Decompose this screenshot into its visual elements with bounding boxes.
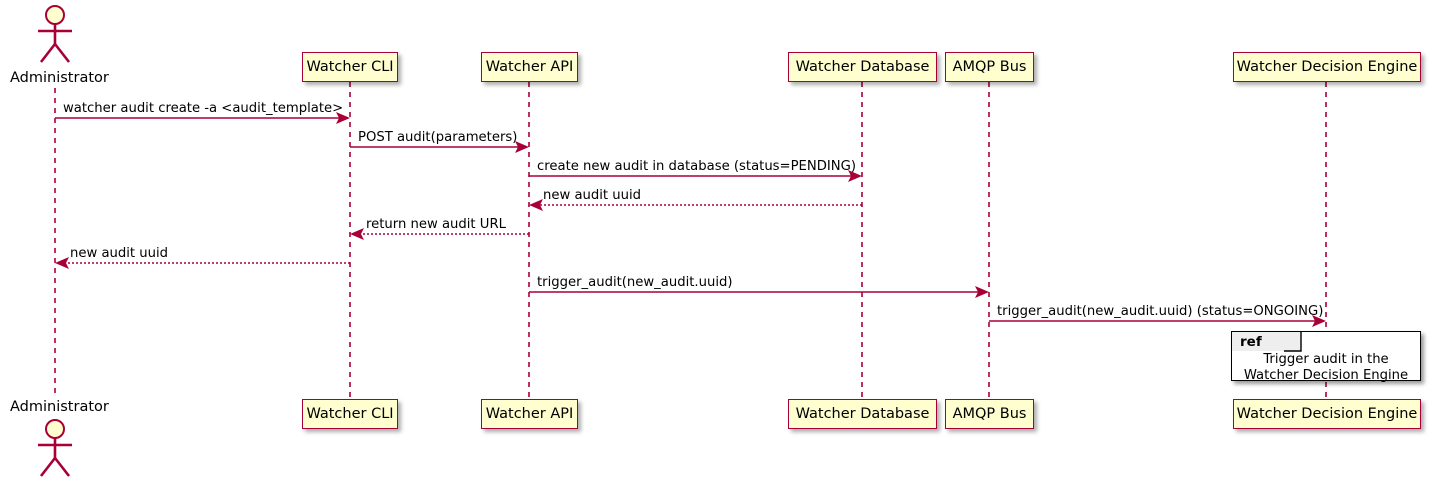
ref-tab-corner-icon <box>1284 332 1302 352</box>
message-arrow-2 <box>529 170 862 182</box>
ref-frame-line-1: Trigger audit in the <box>1263 352 1389 367</box>
ref-frame-tab: ref <box>1232 332 1300 351</box>
message-label-4: return new audit URL <box>366 217 506 232</box>
participant-foot-watcher-cli[interactable]: Watcher CLI <box>302 399 398 429</box>
ref-frame-line-2: Watcher Decision Engine <box>1243 368 1409 383</box>
participant-head-watcher-decision-engine[interactable]: Watcher Decision Engine <box>1233 52 1421 82</box>
message-label-0: watcher audit create -a <audit_template> <box>63 101 344 116</box>
participant-foot-amqp-bus-label: AMQP Bus <box>952 405 1027 422</box>
ref-frame[interactable]: ref Trigger audit in the Watcher Decisio… <box>1231 331 1421 384</box>
message-label-3: new audit uuid <box>543 188 642 203</box>
participant-head-amqp-bus-label: AMQP Bus <box>952 58 1027 75</box>
participant-head-watcher-cli[interactable]: Watcher CLI <box>302 52 398 82</box>
participant-foot-watcher-decision-engine-label: Watcher Decision Engine <box>1236 405 1418 422</box>
message-arrow-1 <box>350 141 529 153</box>
message-label-6: trigger_audit(new_audit.uuid) <box>537 275 733 290</box>
participant-foot-watcher-api[interactable]: Watcher API <box>481 399 578 429</box>
message-arrow-5 <box>55 257 350 269</box>
participant-head-watcher-cli-label: Watcher CLI <box>306 58 394 75</box>
actor-administrator-top-icon <box>38 5 72 63</box>
participant-head-watcher-api-label: Watcher API <box>485 58 574 75</box>
actor-label-administrator-bottom: Administrator <box>10 399 109 415</box>
participant-foot-watcher-decision-engine[interactable]: Watcher Decision Engine <box>1233 399 1421 429</box>
message-label-2: create new audit in database (status=PEN… <box>537 159 857 174</box>
actor-administrator-bottom-icon <box>38 419 72 477</box>
message-arrow-4 <box>350 228 529 240</box>
participant-head-watcher-api[interactable]: Watcher API <box>481 52 578 82</box>
message-label-1: POST audit(parameters) <box>358 130 518 145</box>
participant-head-watcher-decision-engine-label: Watcher Decision Engine <box>1236 58 1418 75</box>
message-arrow-6 <box>529 286 989 298</box>
participant-foot-amqp-bus[interactable]: AMQP Bus <box>945 399 1034 429</box>
message-arrow-3 <box>529 199 862 211</box>
message-arrow-0 <box>55 112 350 124</box>
participant-foot-watcher-database-label: Watcher Database <box>795 405 930 422</box>
participant-head-amqp-bus[interactable]: AMQP Bus <box>945 52 1034 82</box>
message-arrow-7 <box>989 315 1326 327</box>
participant-foot-watcher-cli-label: Watcher CLI <box>306 405 394 422</box>
participant-head-watcher-database[interactable]: Watcher Database <box>788 52 937 82</box>
message-label-5: new audit uuid <box>70 246 169 261</box>
participant-head-watcher-database-label: Watcher Database <box>795 58 930 75</box>
ref-frame-tab-label: ref <box>1240 333 1262 350</box>
participant-foot-watcher-database[interactable]: Watcher Database <box>788 399 937 429</box>
participant-foot-watcher-api-label: Watcher API <box>485 405 574 422</box>
ref-frame-body: Trigger audit in the Watcher Decision En… <box>1232 352 1420 384</box>
message-label-7: trigger_audit(new_audit.uuid) (status=ON… <box>997 304 1324 319</box>
actor-label-administrator-top: Administrator <box>10 70 109 86</box>
